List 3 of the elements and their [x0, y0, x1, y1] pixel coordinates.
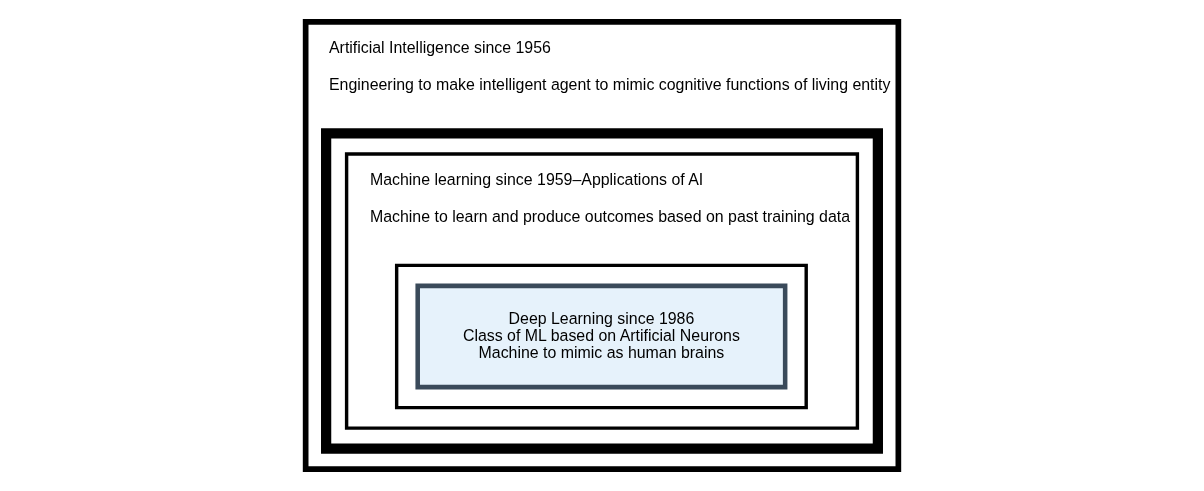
node-box: Deep Learning since 1986 Class of ML based on Artificial Neurons Machine to mimic as human brains	[415, 283, 788, 390]
cluster	[394, 263, 808, 410]
cluster	[321, 128, 883, 454]
